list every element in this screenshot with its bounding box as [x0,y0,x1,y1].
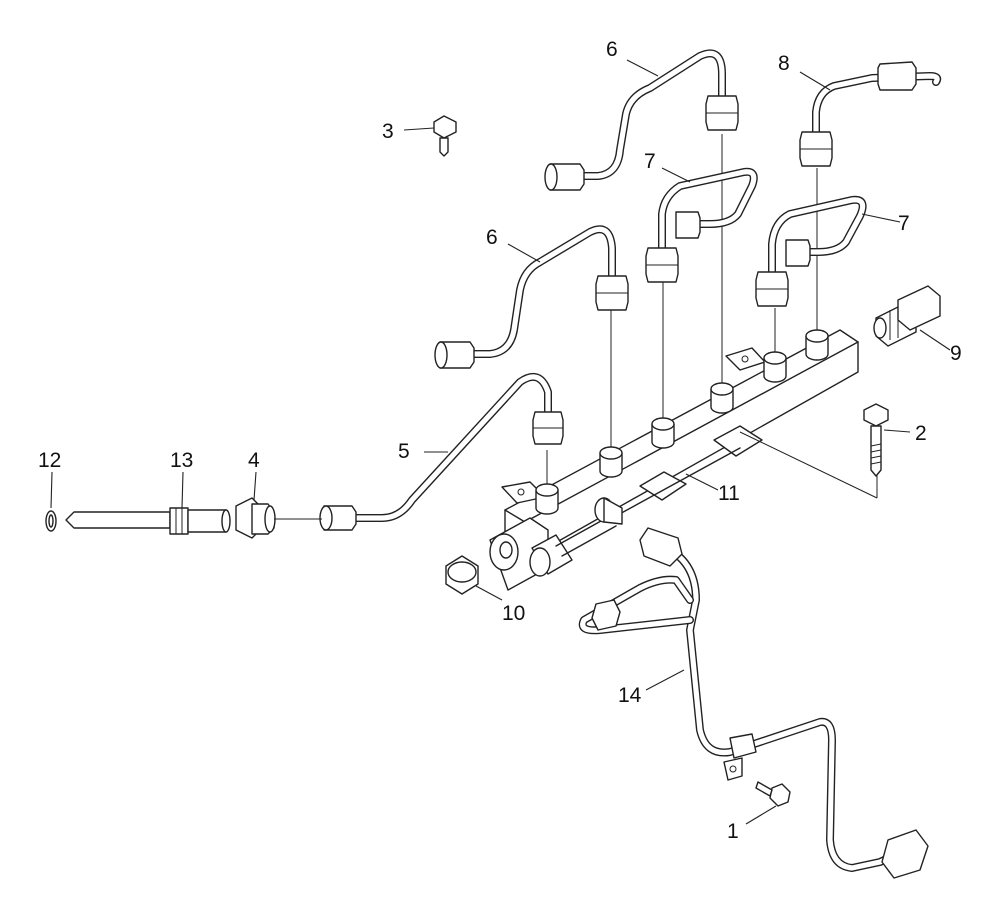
callout-11: 11 [718,482,740,505]
callout-8: 8 [778,52,790,75]
callout-2: 2 [915,422,927,445]
callout-6-upper: 6 [606,38,618,61]
callout-4: 4 [248,449,260,472]
callout-3: 3 [382,120,394,143]
callout-12: 12 [38,449,61,472]
injection-pipe-8 [799,61,942,167]
flange-bolt-1 [755,781,791,807]
nut-4 [235,497,322,539]
rail-outlet-2 [599,446,623,478]
connector-13 [65,507,231,535]
flange-bolt-3 [433,115,457,157]
callout-13: 13 [170,449,193,472]
callout-14: 14 [618,684,642,707]
callout-9: 9 [950,342,962,365]
injection-pipe-7-left [645,167,758,283]
callout-7-right: 7 [898,212,910,235]
mounting-bolt-2 [863,403,889,477]
fuel-return-pipe-14 [578,527,929,879]
rail-outlet-3 [651,417,675,449]
fuel-rail [489,329,859,591]
callout-6-lower: 6 [486,226,498,249]
callout-labels: 1 2 3 4 5 6 6 7 7 8 9 10 11 12 13 14 [38,38,962,843]
o-ring-12 [45,510,57,532]
callout-5: 5 [398,440,410,463]
injection-pipe-6-upper [544,49,739,191]
leader-lines [50,59,951,825]
plug-10 [445,555,479,595]
injection-pipe-7-right [755,195,867,307]
rail-outlet-6 [805,329,829,361]
rail-outlet-5 [763,351,787,383]
rail-outlet-1 [535,483,559,515]
injection-pipe-5 [319,372,564,531]
rail-pressure-sensor [873,285,941,347]
callout-7-left: 7 [644,150,656,173]
callout-1: 1 [727,820,739,843]
injection-pipe-6-lower [434,225,629,369]
callout-10: 10 [502,602,525,625]
rail-outlet-4 [710,382,734,414]
